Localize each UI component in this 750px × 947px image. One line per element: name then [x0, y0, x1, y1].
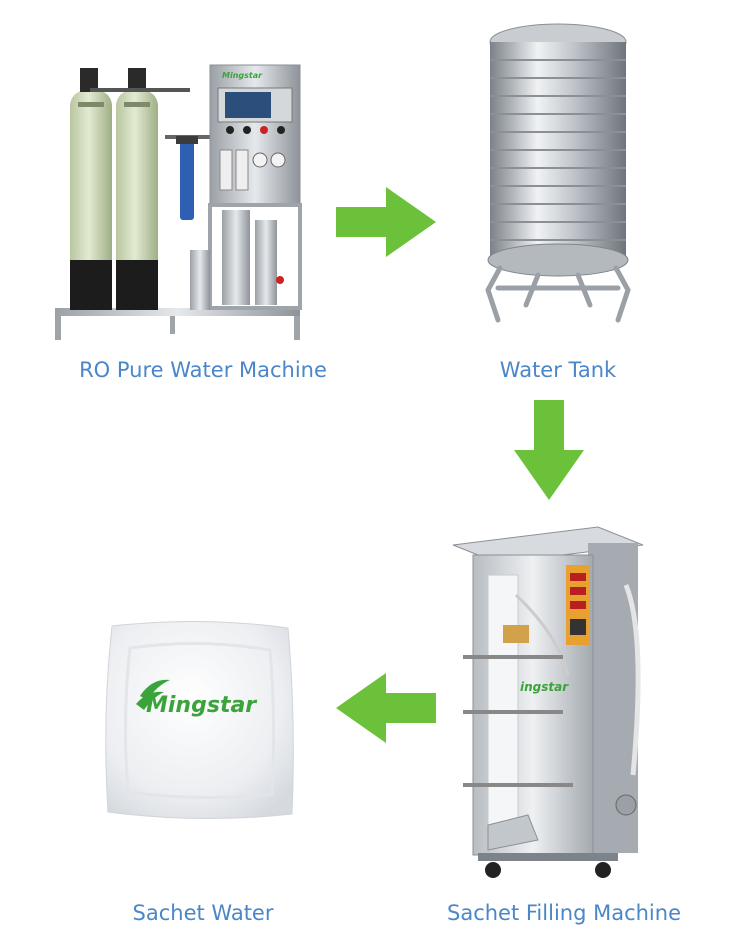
ro-machine-icon — [50, 60, 310, 342]
step-label-sachet-filling-machine: Sachet Filling Machine — [447, 901, 681, 925]
arrow-down-icon — [514, 400, 584, 500]
arrow-right-icon — [336, 187, 436, 257]
brand-logo-ro: Mingstar — [222, 71, 263, 80]
sachet-water-icon — [100, 618, 300, 823]
step-label-ro-machine: RO Pure Water Machine — [79, 358, 327, 382]
sachet-filling-machine-icon — [448, 515, 648, 885]
brand-logo-sachet: Mingstar — [146, 693, 257, 718]
arrow-left-icon — [336, 673, 436, 743]
step-label-sachet-water: Sachet Water — [132, 901, 274, 925]
step-label-water-tank: Water Tank — [499, 358, 617, 382]
water-tank-icon — [478, 20, 638, 325]
brand-logo-machine: ingstar — [520, 680, 569, 694]
